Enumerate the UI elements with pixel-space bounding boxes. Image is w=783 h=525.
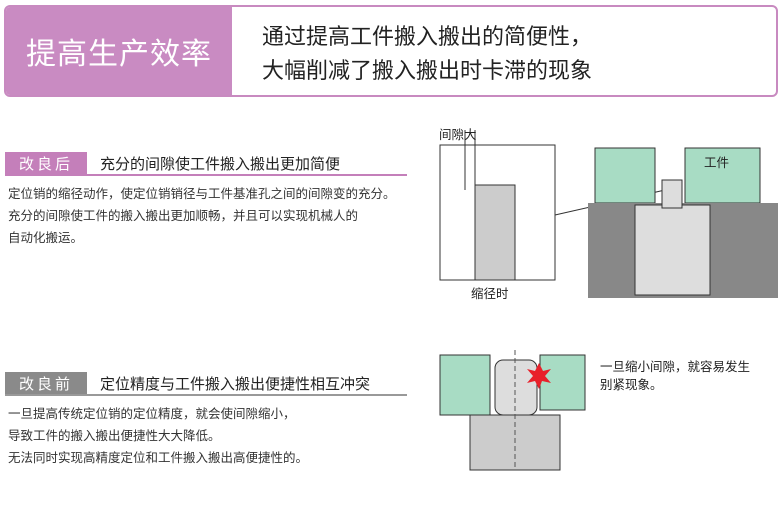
after-line: 定位销的缩径动作，使定位销销径与工件基准孔之间的间隙变的充分。	[8, 186, 396, 201]
banner-title: 提高生产效率	[6, 7, 232, 95]
jam-note-line: 别紧现象。	[600, 377, 663, 392]
jam-note-line: 一旦缩小间隙，就容易发生	[600, 359, 751, 374]
before-line: 导致工件的搬入搬出便捷性大大降低。	[8, 428, 221, 443]
pin-closeup	[474, 184, 516, 281]
banner-subtitle: 通过提高工件搬入搬出的简便性， 大幅削减了搬入搬出时卡滞的现象	[232, 7, 592, 95]
after-title: 充分的间隙使工件搬入搬出更加简便	[100, 155, 341, 173]
clamp-pin	[634, 204, 711, 296]
before-title: 定位精度与工件搬入搬出便捷性相互冲突	[100, 375, 371, 393]
banner-line-2: 大幅削减了搬入搬出时卡滞的现象	[262, 59, 593, 84]
after-line: 充分的间隙使工件的搬入搬出更加顺畅，并且可以实现机械人的	[8, 208, 359, 223]
after-tag: 改良后	[5, 152, 87, 174]
after-divider	[5, 174, 407, 176]
workpiece-left	[594, 147, 656, 204]
before-description: 一旦提高传统定位销的定位精度，就会使间隙缩小， 导致工件的搬入搬出便捷性大大降低…	[8, 403, 308, 469]
jam-burst-icon	[527, 363, 551, 389]
before-line: 一旦提高传统定位销的定位精度，就会使间隙缩小，	[8, 406, 296, 421]
before-divider	[5, 394, 407, 396]
after-diagram	[439, 130, 778, 298]
before-diagram	[439, 350, 586, 471]
pin-tip	[661, 179, 683, 209]
banner-line-1: 通过提高工件搬入搬出的简便性，	[262, 25, 593, 50]
caption-label: 缩径时	[471, 286, 509, 301]
after-description: 定位销的缩径动作，使定位销销径与工件基准孔之间的间隙变的充分。 充分的间隙使工件…	[8, 183, 396, 249]
pin	[494, 359, 538, 416]
workpiece-right	[539, 354, 586, 411]
after-line: 自动化搬运。	[8, 230, 84, 245]
jam-note: 一旦缩小间隙，就容易发生 别紧现象。	[600, 358, 750, 394]
work-label: 工件	[704, 155, 730, 170]
before-line: 无法同时实现高精度定位和工件搬入搬出高便捷性的。	[8, 450, 309, 465]
banner: 提高生产效率 通过提高工件搬入搬出的简便性， 大幅削减了搬入搬出时卡滞的现象	[4, 5, 778, 97]
before-tag: 改良前	[5, 372, 87, 394]
workpiece-left	[439, 354, 491, 416]
workpiece-right	[684, 147, 761, 204]
gap-label: 间隙大	[439, 127, 477, 142]
